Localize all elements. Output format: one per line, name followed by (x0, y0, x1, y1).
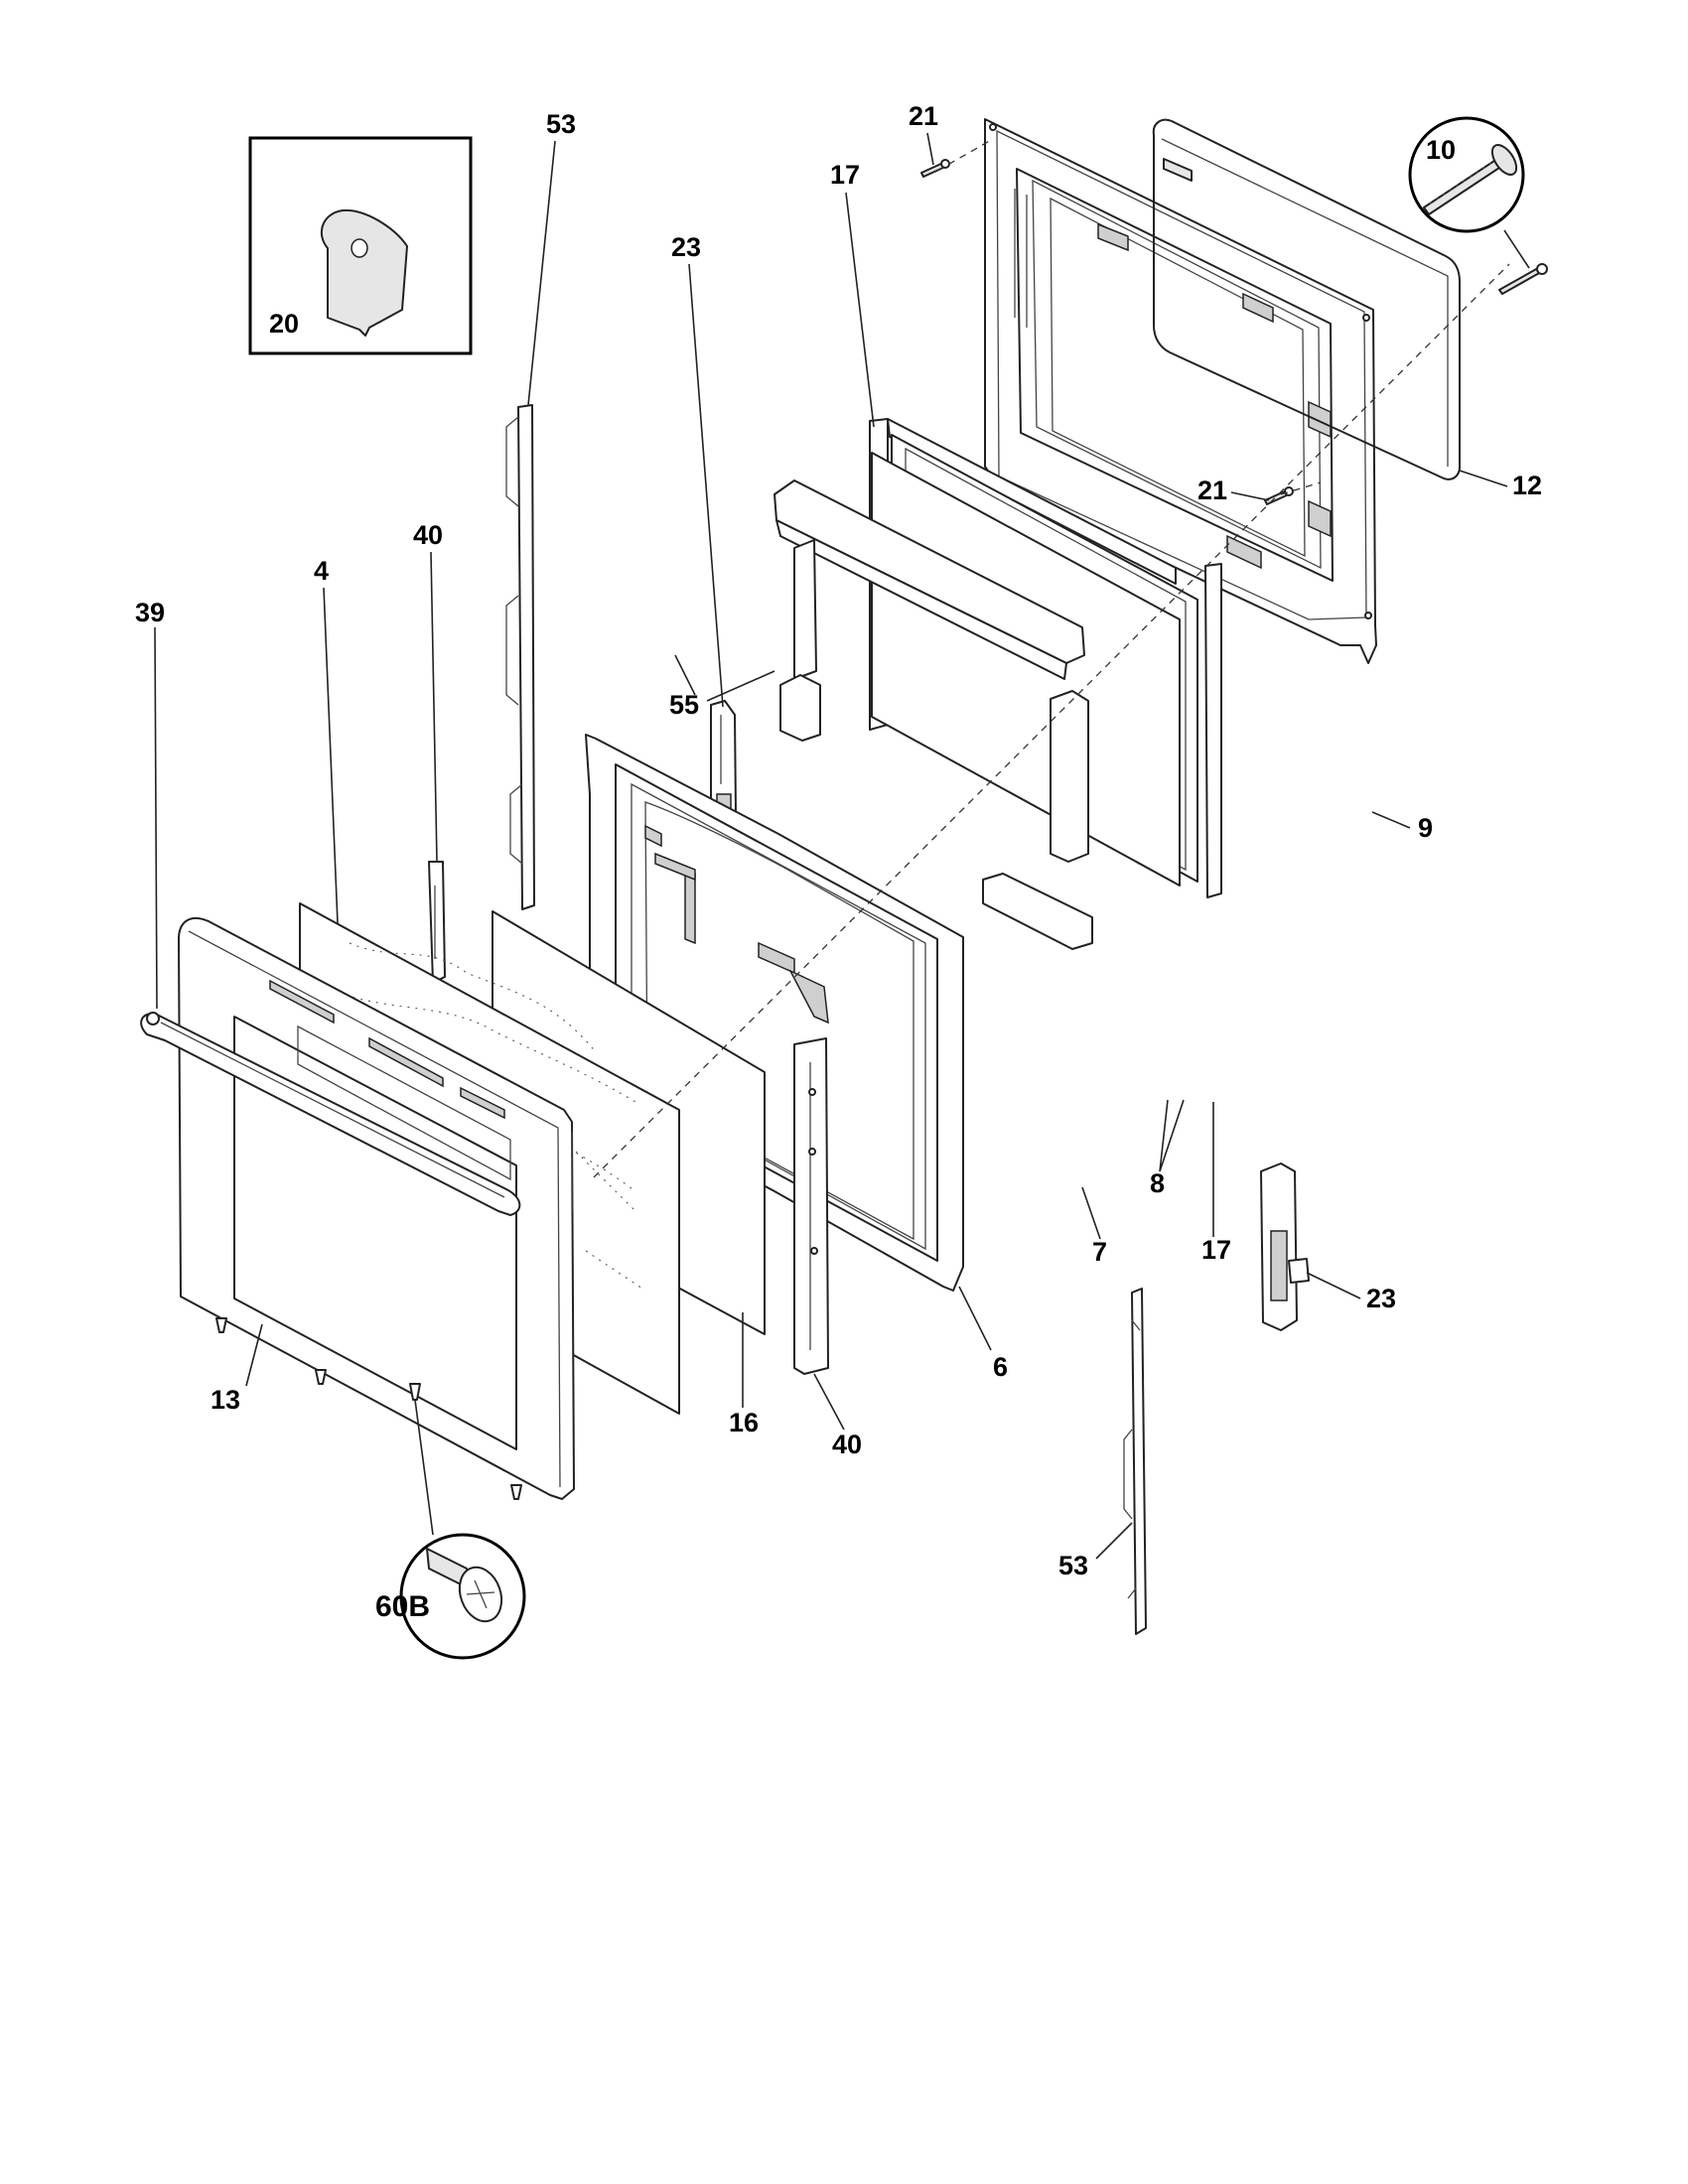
part-40-bracket-left (428, 861, 446, 984)
door-screws (215, 1317, 522, 1500)
part-label-4: 4 (314, 556, 329, 586)
part-39-handle (140, 1012, 521, 1216)
part-label-21-mid: 21 (1197, 476, 1227, 505)
part-label-23-bottom: 23 (1366, 1284, 1396, 1313)
part-6-inner-frame (585, 734, 964, 1292)
part-label-23-top: 23 (671, 232, 701, 262)
part-label-39: 39 (135, 598, 165, 627)
part-label-10: 10 (1426, 135, 1456, 165)
part-label-53-bottom: 53 (1058, 1551, 1088, 1580)
part-label-40-left: 40 (413, 520, 443, 550)
part-label-20: 20 (269, 309, 299, 339)
inset-part-10: 10 (1408, 116, 1548, 295)
part-label-17-top: 17 (830, 160, 860, 190)
part-label-55: 55 (669, 690, 699, 720)
inset-part-20: 20 (248, 136, 473, 355)
part-label-13: 13 (211, 1385, 240, 1415)
part-label-7: 7 (1092, 1237, 1107, 1267)
part-23-hinge-bottom (1260, 1162, 1310, 1331)
part-label-16: 16 (729, 1408, 759, 1437)
part-53-strip-bottom (1123, 1288, 1147, 1635)
inset-part-60B: 60B (375, 1383, 526, 1660)
part-13-outer-door (178, 916, 575, 1500)
part-label-6: 6 (993, 1352, 1008, 1382)
part-label-40-bottom: 40 (832, 1430, 862, 1459)
part-12-gasket (1152, 118, 1461, 480)
part-label-8: 8 (1150, 1168, 1165, 1198)
part-40-bracket-bottom (793, 1037, 829, 1375)
part-7-insulation (774, 479, 1093, 950)
part-label-60B: 60B (375, 1590, 430, 1623)
assembly-axis-lines (593, 138, 1510, 1178)
part-label-17-bottom: 17 (1201, 1235, 1231, 1265)
part-label-12: 12 (1512, 471, 1542, 500)
part-label-53-top: 53 (546, 109, 576, 139)
part-label-21-top: 21 (909, 101, 938, 131)
part-label-9: 9 (1418, 813, 1433, 843)
part-53-strip-top (505, 404, 535, 910)
part-labels: 53 21 17 23 21 12 40 4 39 55 9 8 7 17 23… (135, 101, 1542, 1580)
